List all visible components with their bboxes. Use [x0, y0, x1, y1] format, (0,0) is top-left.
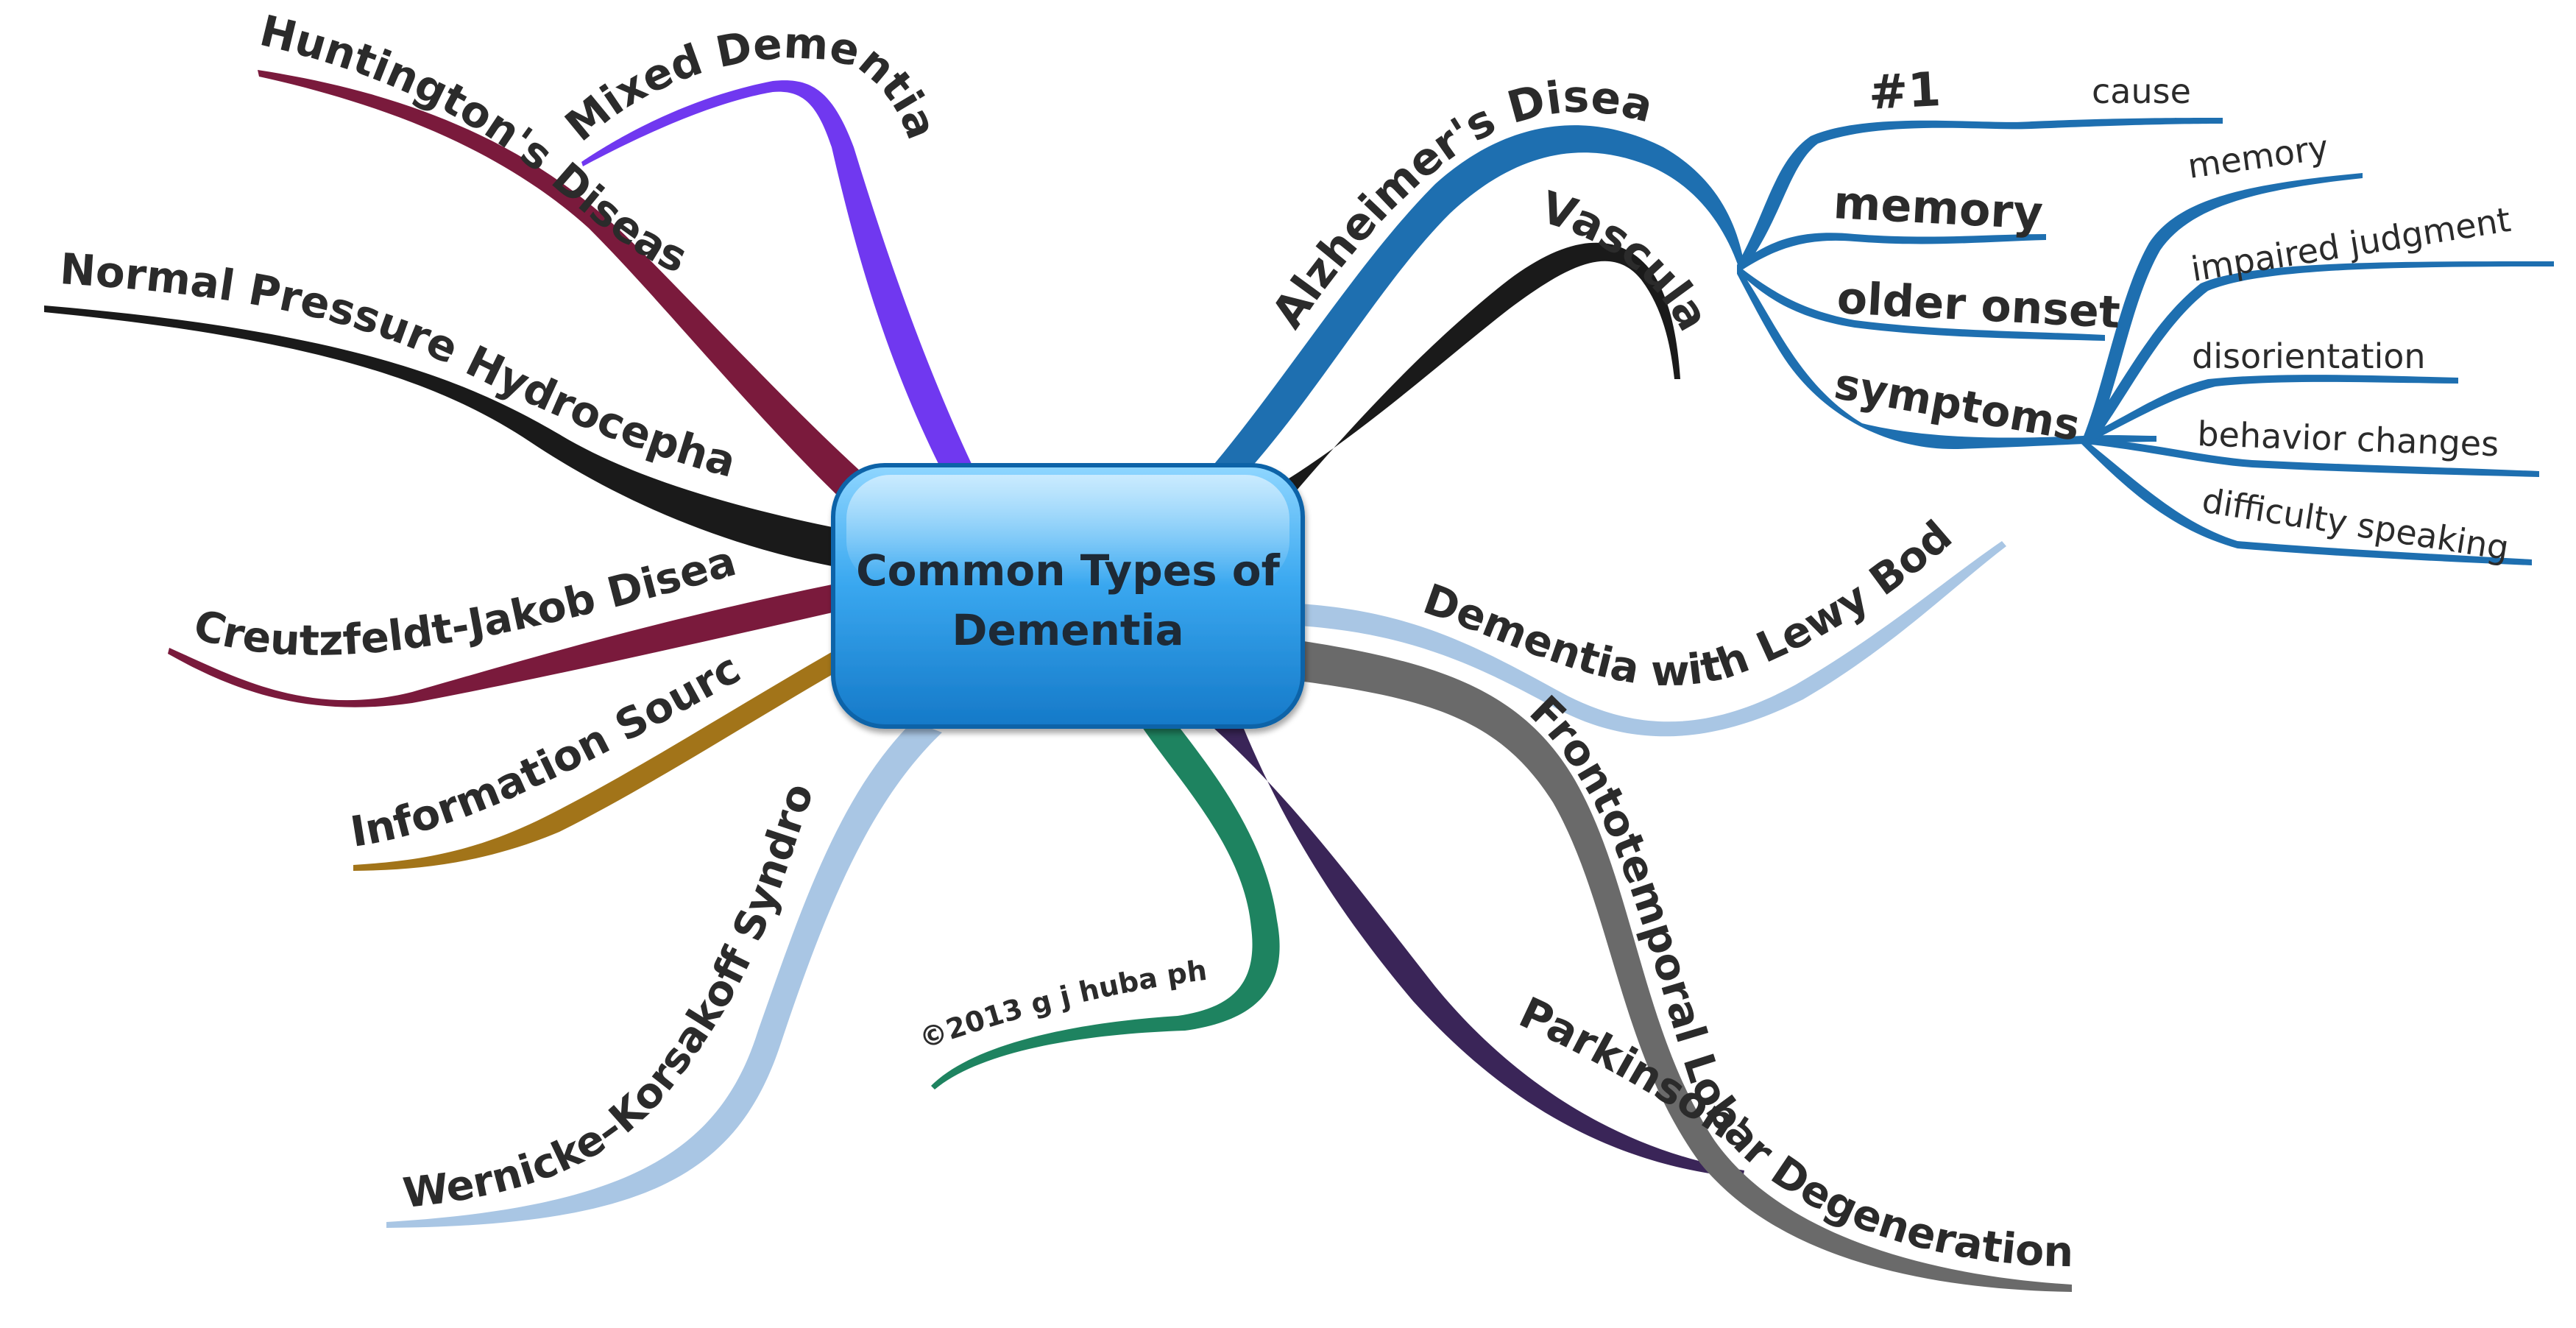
branch-ribbons: [44, 70, 2554, 1292]
symptom-disorientation[interactable]: disorientation: [2192, 336, 2426, 376]
symptom-behavior[interactable]: behavior changes: [2197, 414, 2499, 464]
center-node-gloss: [846, 475, 1289, 585]
branch-nph-ribbon: [44, 305, 846, 567]
branch-mixed-dementia-ribbon: [581, 80, 972, 472]
alz-child-memory[interactable]: memory: [1832, 175, 2044, 240]
alz-child-cause[interactable]: cause: [2092, 71, 2191, 111]
symptom-memory[interactable]: memory: [2185, 127, 2331, 186]
center-title-line1: Common Types of: [856, 545, 1281, 596]
branch-creutzfeldt-ribbon: [168, 582, 846, 707]
alz-child-first[interactable]: #1: [1867, 63, 1942, 121]
symptom-judgment[interactable]: impaired judgment: [2188, 199, 2513, 289]
branch-huntington-ribbon: [258, 70, 868, 501]
branch-wernicke-ribbon: [386, 721, 942, 1228]
center-title-line2: Dementia: [952, 605, 1183, 655]
branch-alzheimers-ribbon: [1214, 125, 1744, 467]
branch-label-mixed[interactable]: Mixed Dementia: [556, 18, 947, 151]
branch-label-frontotemporal[interactable]: Frontotemporal Lobar Degeneration: [1520, 687, 2073, 1277]
branch-label-wernicke[interactable]: Wernicke–Korsakoff Syndrome: [0, 0, 824, 1218]
branch-lewy-ribbon: [1299, 541, 2006, 737]
branch-vascular-ribbon: [1277, 242, 1680, 501]
center-node[interactable]: [831, 463, 1305, 729]
